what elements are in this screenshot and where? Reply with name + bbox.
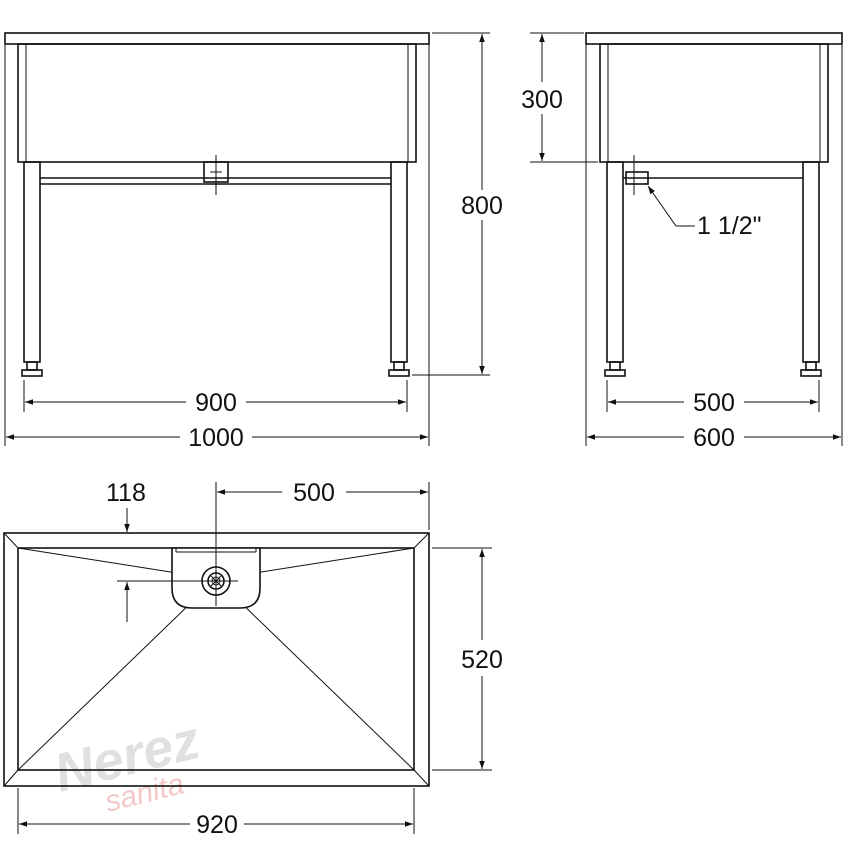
dim-1000: 1000 bbox=[188, 424, 244, 452]
dim-520: 520 bbox=[461, 646, 503, 674]
side-leg-right bbox=[802, 161, 820, 363]
dim-920: 920 bbox=[196, 811, 238, 839]
side-basin bbox=[599, 43, 829, 163]
front-leg-right bbox=[390, 161, 408, 363]
dim-500-side: 500 bbox=[693, 389, 735, 417]
top-view: Nerez sanita 118 bbox=[3, 479, 503, 839]
front-leg-left bbox=[23, 161, 41, 363]
front-view: 800 900 1000 bbox=[4, 32, 503, 452]
dim-118: 118 bbox=[106, 479, 146, 507]
front-foot-left bbox=[21, 369, 43, 377]
dim-500-top: 500 bbox=[293, 479, 335, 507]
dim-800: 800 bbox=[461, 192, 503, 220]
watermark: Nerez sanita bbox=[48, 710, 205, 819]
dim-900: 900 bbox=[195, 389, 237, 417]
dim-300: 300 bbox=[521, 86, 563, 114]
dim-drain-size: 1 1/2" bbox=[697, 212, 761, 240]
side-rim bbox=[585, 32, 843, 45]
front-basin bbox=[17, 43, 417, 163]
side-leg-left bbox=[606, 161, 624, 363]
side-drain bbox=[625, 171, 649, 185]
side-view: 300 1 1/2" 500 600 bbox=[521, 32, 843, 452]
side-foot-right bbox=[800, 369, 822, 377]
front-rim bbox=[4, 32, 430, 45]
side-foot-left bbox=[604, 369, 626, 377]
front-foot-right bbox=[388, 369, 410, 377]
dim-600: 600 bbox=[693, 424, 735, 452]
